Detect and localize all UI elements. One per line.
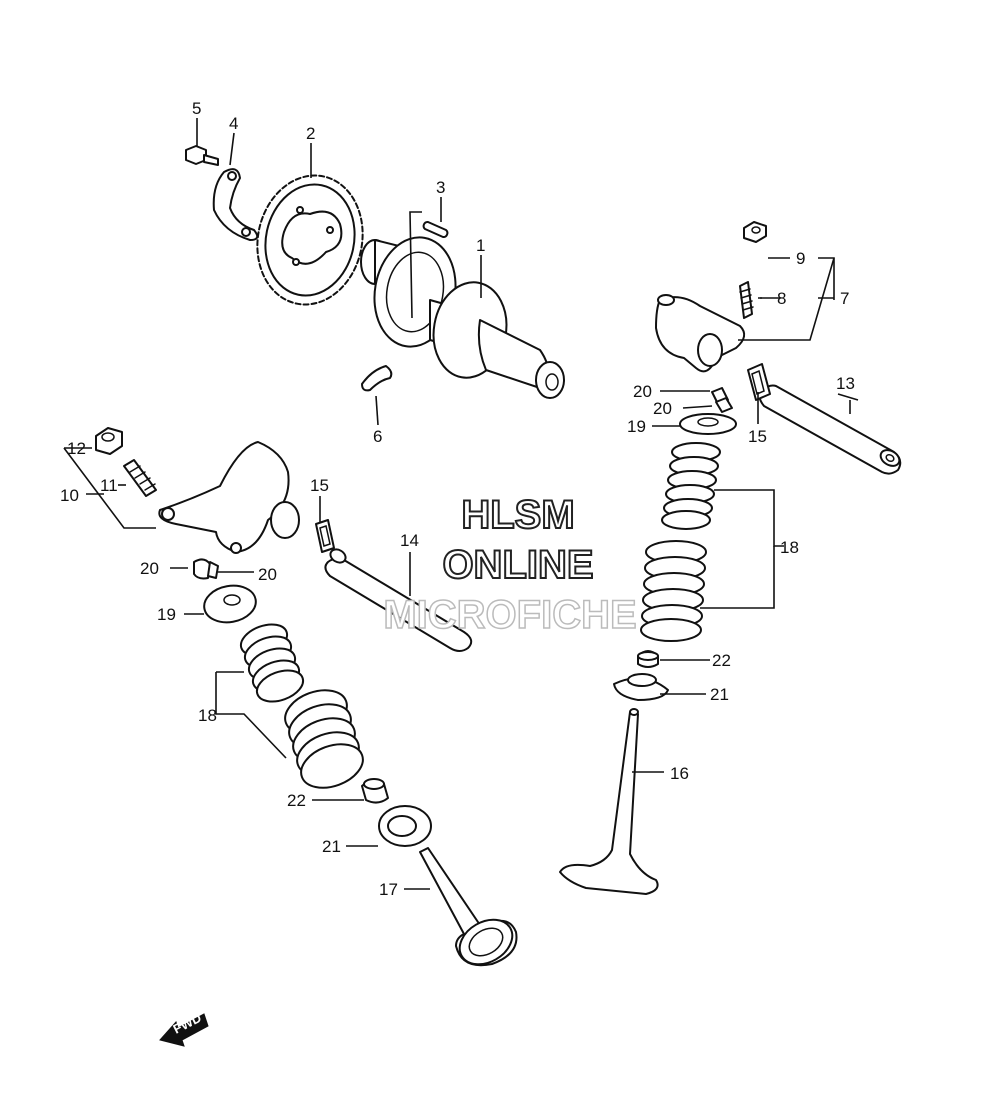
forward-arrow-icon xyxy=(159,1013,209,1047)
part-retainer-19-right xyxy=(679,413,737,435)
part-valve-16 xyxy=(559,708,659,895)
part-spring-18-outer-left xyxy=(284,689,364,789)
callout-20-left-b: 20 xyxy=(258,565,277,584)
callout-21-left: 21 xyxy=(322,837,341,856)
part-spring-18-inner-left xyxy=(239,623,305,703)
part-spring-18-outer-right xyxy=(640,540,707,642)
callout-4: 4 xyxy=(229,114,238,133)
part-bracket-4 xyxy=(212,168,259,241)
callout-10: 10 xyxy=(60,486,79,505)
part-clip-6 xyxy=(361,365,393,392)
part-rocker-arm-7 xyxy=(655,294,746,373)
callout-20-right-lower: 20 xyxy=(653,399,672,418)
callout-6: 6 xyxy=(373,427,382,446)
watermark: HLSM ONLINE MICROFICHE xyxy=(383,492,638,638)
part-shaft-13 xyxy=(758,384,902,475)
watermark-line-2: ONLINE xyxy=(442,543,593,587)
part-seat-21-right xyxy=(613,673,669,701)
callout-7: 7 xyxy=(840,289,849,308)
watermark-line-1: HLSM xyxy=(461,493,574,537)
callout-8: 8 xyxy=(777,289,786,308)
part-seal-22-left xyxy=(361,778,389,804)
part-screw-8 xyxy=(739,281,754,319)
part-shaft-14 xyxy=(324,548,473,652)
part-retainer-19-left xyxy=(203,584,257,624)
part-nut-9 xyxy=(743,221,767,243)
part-cam-sprocket-2 xyxy=(256,174,364,306)
callout-15-left: 15 xyxy=(310,476,329,495)
part-valve-17 xyxy=(419,847,518,967)
callout-22-right: 22 xyxy=(712,651,731,670)
callout-13: 13 xyxy=(836,374,855,393)
watermark-line-3: MICROFICHE xyxy=(383,593,636,637)
callout-5: 5 xyxy=(192,99,201,118)
part-rocker-arm-10 xyxy=(158,441,300,554)
part-clip-15-right xyxy=(747,363,771,401)
callout-1: 1 xyxy=(476,236,485,255)
part-bolt-5 xyxy=(185,145,219,166)
leader-lines xyxy=(63,118,859,890)
part-spring-18-inner-right xyxy=(661,442,721,530)
part-camshaft-1 xyxy=(360,236,565,399)
part-seat-21-left xyxy=(378,805,432,847)
part-cotter-20-right xyxy=(711,387,733,413)
part-cotter-20-left xyxy=(193,558,219,580)
part-screw-11 xyxy=(123,459,157,497)
callout-21-right: 21 xyxy=(710,685,729,704)
callout-2: 2 xyxy=(306,124,315,143)
part-nut-12 xyxy=(95,427,123,455)
callout-22-left: 22 xyxy=(287,791,306,810)
callout-15-right: 15 xyxy=(748,427,767,446)
callout-12: 12 xyxy=(67,439,86,458)
callout-17: 17 xyxy=(379,880,398,899)
part-seal-22-right xyxy=(637,650,659,668)
callout-14: 14 xyxy=(400,531,419,550)
callout-20-left-a: 20 xyxy=(140,559,159,578)
callout-11: 11 xyxy=(100,476,118,495)
callout-19-right: 19 xyxy=(627,417,646,436)
callout-20-right-upper: 20 xyxy=(633,382,652,401)
callout-3: 3 xyxy=(436,178,445,197)
callout-labels: 5 4 2 3 1 6 9 8 7 13 20 20 19 15 18 22 2… xyxy=(60,99,855,899)
callout-18-right: 18 xyxy=(780,538,799,557)
fwd-badge: FWD xyxy=(159,1010,209,1047)
part-pin-3 xyxy=(422,221,449,238)
callout-19-left: 19 xyxy=(157,605,176,624)
callout-9: 9 xyxy=(796,249,805,268)
callout-18-left: 18 xyxy=(198,706,217,725)
part-clip-15-left xyxy=(315,519,335,553)
callout-16: 16 xyxy=(670,764,689,783)
